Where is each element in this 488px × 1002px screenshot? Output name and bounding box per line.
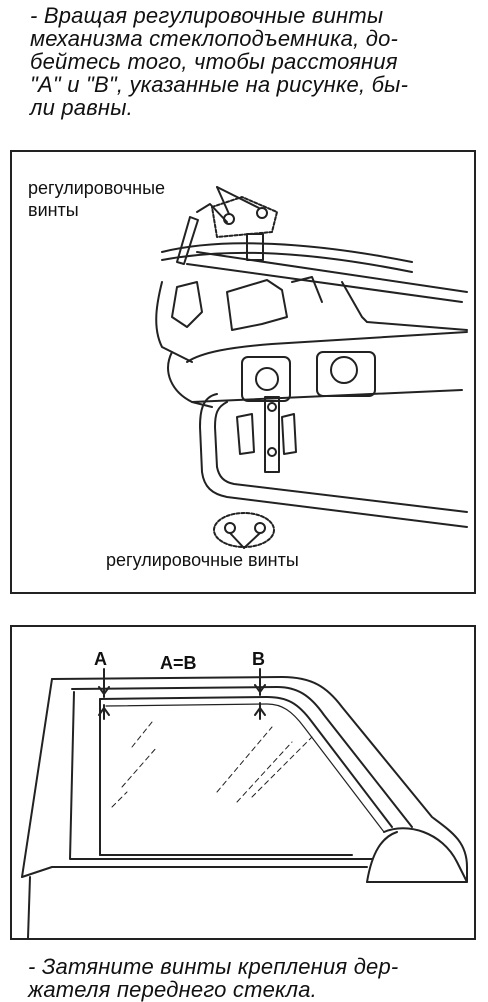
instruction-line: ли равны. <box>30 95 133 120</box>
instruction-line: бейтесь того, чтобы расстояния <box>30 49 398 74</box>
instruction-line: механизма стеклоподъемника, до- <box>30 26 399 51</box>
adjusting-screws-label-bottom: регулировочные винты <box>106 550 299 570</box>
instruction-step-2: - Затяните винты крепления дер- жателя п… <box>28 955 484 1001</box>
regulator-screws-figure: регулировочные винты регулировочные винт… <box>10 150 476 594</box>
instruction-line: "А" и "В", указанные на рисунке, бы- <box>30 72 409 97</box>
instruction-line: - Затяните винты крепления дер- <box>28 954 399 979</box>
adjusting-screws-label-top-line2: винты <box>28 200 79 220</box>
glass-distance-figure: A A=B B <box>10 625 476 940</box>
door-mechanism-drawing <box>155 186 468 549</box>
adjusting-screws-label-top: регулировочные <box>28 178 166 198</box>
distance-a-label: A <box>94 649 107 669</box>
instruction-step-1: - Вращая регулировочные винты механизма … <box>30 4 478 119</box>
door-glass-drawing <box>21 668 468 938</box>
instruction-line: - Вращая регулировочные винты <box>30 3 384 28</box>
distance-equation-label: A=B <box>160 653 197 673</box>
distance-b-label: B <box>252 649 265 669</box>
instruction-line: жателя переднего стекла. <box>28 977 317 1002</box>
